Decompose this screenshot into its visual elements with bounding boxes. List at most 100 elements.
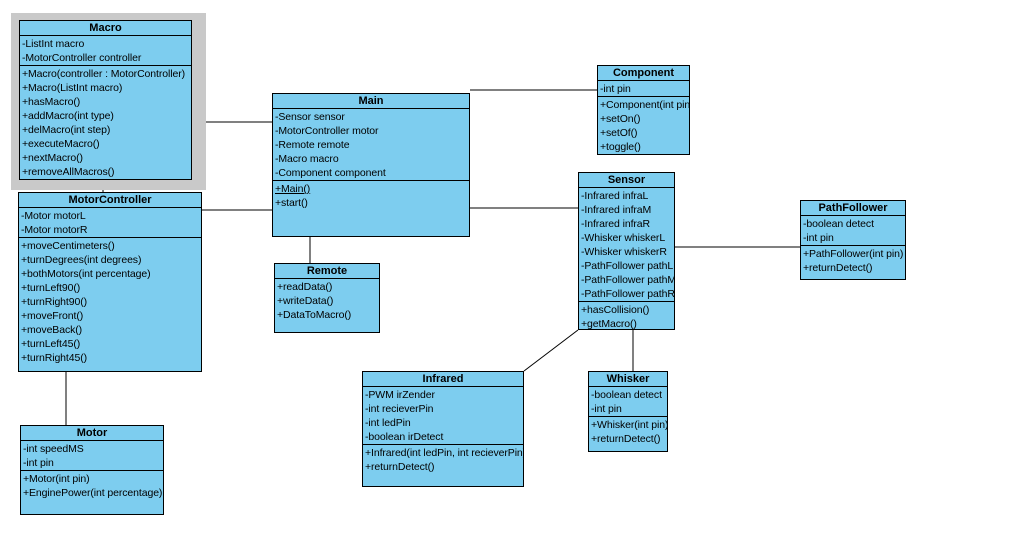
class-box-motorcontroller[interactable]: MotorController-Motor motorL-Motor motor… — [18, 192, 202, 372]
class-methods: +Macro(controller : MotorController) +Mac… — [20, 66, 191, 179]
class-method: +Macro(controller : MotorController) — [22, 68, 185, 80]
class-title: Component — [598, 66, 689, 81]
class-method: +bothMotors(int percentage) — [21, 268, 151, 280]
class-methods: +Infrared(int ledPin, int recieverPin) +r… — [363, 445, 523, 486]
class-attributes: -Sensor sensor-MotorController motor-Rem… — [273, 109, 469, 181]
class-title: Main — [273, 94, 469, 109]
class-methods: +readData() +writeData() +DataToMacro() — [275, 279, 379, 332]
class-method: +moveFront() — [21, 310, 84, 322]
class-method: +start() — [275, 197, 308, 209]
class-attribute: -ListInt macro — [22, 38, 85, 50]
class-box-component[interactable]: Component-int pin+Component(int pin)+set… — [597, 65, 690, 155]
class-attribute: -int pin — [600, 83, 631, 95]
class-attribute: -MotorController motor — [275, 125, 379, 137]
class-method: +turnDegrees(int degrees) — [21, 254, 142, 266]
class-box-remote[interactable]: Remote +readData() +writeData() +DataToMacr… — [274, 263, 380, 333]
class-methods: +moveCentimeters() +turnDegrees(int degre… — [19, 238, 201, 371]
class-method: +Infrared(int ledPin, int recieverPin) — [365, 447, 524, 459]
class-method: +returnDetect() — [365, 461, 435, 473]
class-attribute: -Infrared infraM — [581, 204, 652, 216]
class-attributes: -int pin — [598, 81, 689, 97]
class-method: +turnRight45() — [21, 352, 88, 364]
class-methods: +Main() +start() — [273, 181, 469, 236]
class-attributes: -Motor motorL-Motor motorR — [19, 208, 201, 238]
class-method: +hasCollision() — [581, 304, 650, 316]
class-attributes: -Infrared infraL -Infrared infraM -Infrare… — [579, 188, 674, 302]
class-title: MotorController — [19, 193, 201, 208]
class-method: +Whisker(int pin) — [591, 419, 668, 431]
class-method: +turnRight90() — [21, 296, 88, 308]
class-attribute: -PathFollower pathL — [581, 260, 674, 272]
class-box-pathfollower[interactable]: PathFollower-boolean detect-int pin +Path… — [800, 200, 906, 280]
class-title: Infrared — [363, 372, 523, 387]
class-method: +PathFollower(int pin) — [803, 248, 904, 260]
class-box-main[interactable]: Main -Sensor sensor -MotorController motor… — [272, 93, 470, 237]
class-method: +turnLeft45() — [21, 338, 81, 350]
class-attributes: -ListInt macro -MotorController controlle… — [20, 36, 191, 66]
class-attribute: -PathFollower pathM — [581, 274, 675, 286]
class-method: +readData() — [277, 281, 333, 293]
class-title: Sensor — [579, 173, 674, 188]
class-methods: +Whisker(int pin) +returnDetect() — [589, 417, 667, 451]
class-method: +returnDetect() — [803, 262, 873, 274]
class-method: +Motor(int pin) — [23, 473, 90, 485]
class-attribute: -Sensor sensor — [275, 111, 345, 123]
class-box-infrared[interactable]: Infrared-PWM irZender-int recieverPin-in… — [362, 371, 524, 487]
class-attribute: -Infrared infraL — [581, 190, 649, 202]
class-method: +addMacro(int type) — [22, 110, 114, 122]
class-attribute: -boolean irDetect — [365, 431, 444, 443]
class-attribute: -boolean detect — [591, 389, 662, 401]
class-method: +nextMacro() — [22, 152, 83, 164]
class-attributes: -int speedMS -int pin — [21, 441, 163, 471]
class-attributes: -PWM irZender-int recieverPin-int ledPin… — [363, 387, 523, 445]
class-attribute: -MotorController controller — [22, 52, 142, 64]
class-method: +writeData() — [277, 295, 334, 307]
class-attribute: -PathFollower pathR — [581, 288, 675, 300]
class-attribute: -Infrared infraR — [581, 218, 651, 230]
class-method: +Component(int pin) — [600, 99, 690, 111]
class-title: Whisker — [589, 372, 667, 387]
class-methods: +Component(int pin)+setOn()+setOf()+togg… — [598, 97, 689, 154]
class-attribute: -Motor motorR — [21, 224, 88, 236]
class-method: +moveCentimeters() — [21, 240, 115, 252]
class-box-macro[interactable]: Macro -ListInt macro -MotorController cont… — [19, 20, 192, 180]
class-title: Motor — [21, 426, 163, 441]
class-attribute: -Macro macro — [275, 153, 339, 165]
class-methods: +Motor(int pin) +EnginePower(int percenta… — [21, 471, 163, 514]
class-title: PathFollower — [801, 201, 905, 216]
class-method: +DataToMacro() — [277, 309, 352, 321]
class-method: +delMacro(int step) — [22, 124, 111, 136]
class-attribute: -Component component — [275, 167, 386, 179]
class-attributes: -boolean detect-int pin — [801, 216, 905, 246]
class-method: +turnLeft90() — [21, 282, 81, 294]
class-method: +getMacro() — [581, 318, 637, 330]
class-method: +removeAllMacros() — [22, 166, 115, 178]
class-attribute: -int ledPin — [365, 417, 411, 429]
class-method: +Main() — [275, 183, 311, 195]
class-attribute: -int pin — [23, 457, 54, 469]
class-method: +setOf() — [600, 127, 638, 139]
class-attributes: -boolean detect -int pin — [589, 387, 667, 417]
class-method: +hasMacro() — [22, 96, 81, 108]
class-method: +EnginePower(int percentage) — [23, 487, 163, 499]
class-attribute: -boolean detect — [803, 218, 874, 230]
class-title: Macro — [20, 21, 191, 36]
class-method: +returnDetect() — [591, 433, 661, 445]
class-attribute: -PWM irZender — [365, 389, 435, 401]
class-attribute: -Whisker whiskerR — [581, 246, 667, 258]
class-method: +executeMacro() — [22, 138, 100, 150]
class-method: +toggle() — [600, 141, 641, 153]
class-attribute: -int pin — [591, 403, 622, 415]
class-methods: +hasCollision() +getMacro() — [579, 302, 674, 330]
class-method: +Macro(ListInt macro) — [22, 82, 123, 94]
class-box-motor[interactable]: Motor -int speedMS -int pin +Motor(int pin)… — [20, 425, 164, 515]
class-attribute: -int speedMS — [23, 443, 84, 455]
class-box-whisker[interactable]: Whisker -boolean detect -int pin +Whisker(i… — [588, 371, 668, 452]
class-attribute: -Whisker whiskerL — [581, 232, 666, 244]
class-title: Remote — [275, 264, 379, 279]
class-box-sensor[interactable]: Sensor-Infrared infraL-Infrared infraM-I… — [578, 172, 675, 330]
class-method: +moveBack() — [21, 324, 83, 336]
connection-sensor-infrared[interactable] — [523, 329, 579, 372]
